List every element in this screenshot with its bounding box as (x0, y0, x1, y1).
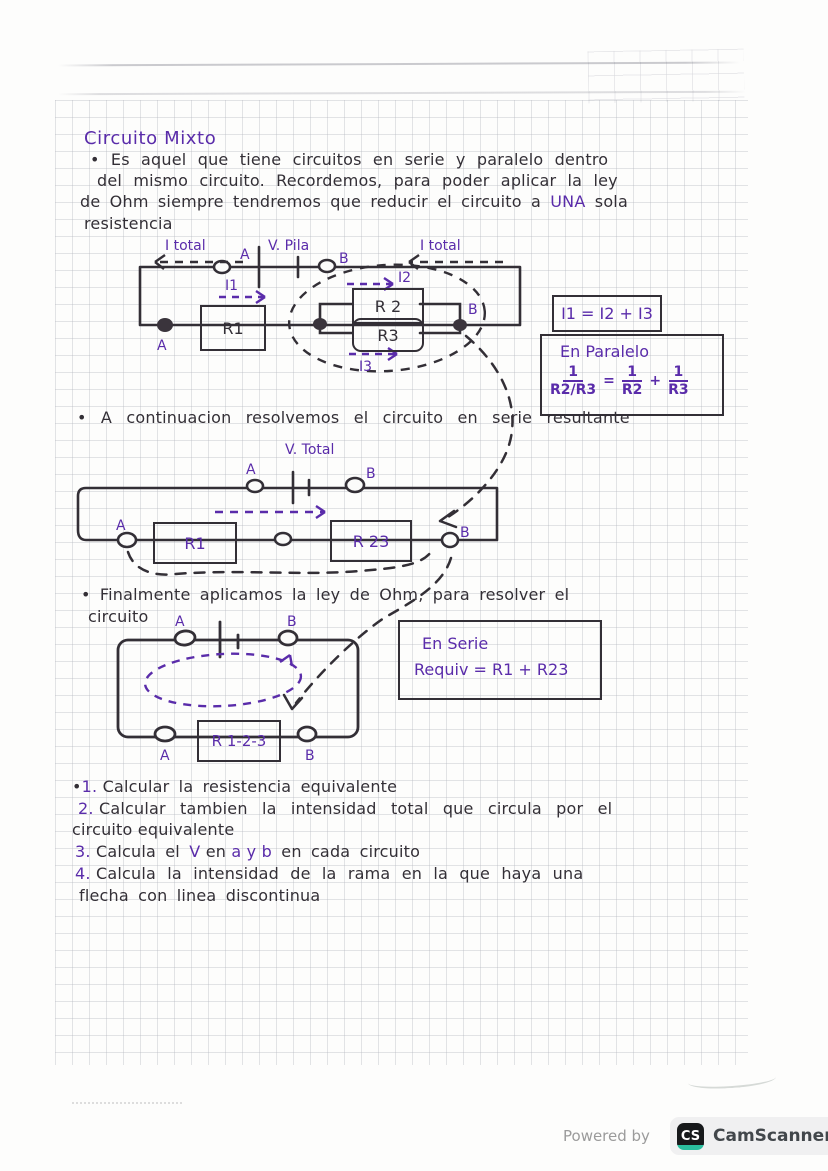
task-text: en cada circuito (271, 842, 421, 861)
task-number: 4. (75, 864, 91, 883)
node-b-label: B (287, 614, 297, 630)
cs-logo-text: CS (680, 1128, 701, 1144)
intro-text: de Ohm siempre tendremos que reducir el … (80, 192, 551, 211)
resistor-label: R 23 (352, 531, 390, 551)
node-a-label: A (175, 614, 185, 630)
intro-line: resistencia (84, 214, 173, 233)
current-law-equation: I1 = I2 + I3 (561, 304, 653, 323)
circuit-diagram-mixed: R1 R 2 R3 I total A V. Pila B I total I1… (135, 238, 535, 412)
task-item-3: 3. Calcula el V en a y b en cada circuit… (75, 842, 420, 861)
node-a-label: A (116, 518, 126, 534)
camscanner-logo-icon: CS (677, 1122, 704, 1150)
itotal-right-label: I total (420, 238, 461, 254)
resistor-r2: R 2 (352, 288, 424, 324)
current-law-box: I1 = I2 + I3 (552, 295, 662, 332)
task-text: Calcular tambien la intensidad total que… (98, 799, 613, 818)
node-b-label: B (305, 748, 315, 764)
task-highlight-ab: a y b (231, 842, 272, 861)
node-b-label: B (339, 251, 349, 267)
circuit-diagram-equivalent: R 1-2-3 A B A B (105, 610, 375, 768)
camscanner-badge: CS CamScanner (670, 1117, 828, 1155)
current-loop-arrow (143, 652, 303, 708)
resistor-label: R3 (377, 325, 399, 345)
camscanner-footer: Powered by CS CamScanner (0, 1116, 828, 1162)
node-a-label: A (157, 338, 167, 354)
resistor-r1-equivalent: R1 (153, 522, 237, 564)
wire (76, 470, 499, 542)
intro-highlight-una: UNA (550, 192, 586, 211)
powered-by-label: Powered by (563, 1127, 650, 1145)
node-a-label: A (240, 247, 250, 263)
intro-line: del mismo circuito. Recordemos, para pod… (97, 171, 618, 190)
task-text: en (200, 842, 232, 861)
battery-icon (218, 620, 240, 659)
finally-text: • Finalmente aplicamos la ley de Ohm, pa… (81, 585, 570, 604)
resistor-r1: R1 (200, 305, 266, 351)
scan-artifact (72, 1092, 182, 1104)
total-current-arrow (215, 505, 326, 519)
continuation-text: • A continuacion resolvemos el circuito … (77, 408, 630, 427)
i1-label: I1 (225, 278, 239, 294)
task-number: 2. (78, 799, 94, 818)
node-a-label: A (246, 462, 256, 478)
task-item-1: •1. Calcular la resistencia equivalente (72, 777, 397, 796)
equals-sign: = (603, 373, 615, 390)
task-number: 3. (75, 842, 91, 861)
task-item-4-cont: flecha con linea discontinua (79, 886, 321, 905)
finally-text: circuito (88, 607, 149, 626)
node-b-label: B (366, 466, 376, 482)
itotal-left-label: I total (165, 238, 206, 254)
task-text: Calcula la intensidad de la rama en la q… (95, 864, 584, 883)
task-item-2: 2. Calcular tambien la intensidad total … (78, 799, 612, 818)
series-equation: Requiv = R1 + R23 (414, 660, 569, 679)
resistor-label: R 1-2-3 (211, 732, 267, 750)
resistor-label: R 2 (374, 296, 402, 316)
node-b-label: B (468, 302, 478, 318)
i2-label: I2 (398, 270, 412, 286)
arrowheads (154, 254, 420, 270)
plus-sign: + (649, 373, 662, 390)
parallel-title: En Paralelo (560, 342, 649, 361)
page-title: Circuito Mixto (84, 128, 217, 149)
resistor-label: R1 (184, 533, 206, 553)
vpila-label: V. Pila (268, 238, 310, 254)
resistor-r23: R 23 (330, 520, 412, 562)
task-text: Calcular la resistencia equivalente (102, 777, 398, 796)
camscanner-label: CamScanner (713, 1126, 828, 1146)
intro-line: de Ohm siempre tendremos que reducir el … (80, 192, 628, 211)
bullet: • (72, 777, 82, 796)
series-formula-box: En Serie Requiv = R1 + R23 (398, 620, 602, 700)
parallel-group-dashed-loop (287, 263, 487, 373)
vtotal-label: V. Total (285, 442, 335, 458)
scan-artifact (687, 1068, 777, 1092)
scan-artifact (587, 48, 745, 104)
circuit1-wires (138, 245, 522, 373)
series-title: En Serie (422, 634, 489, 653)
node-b-label: B (460, 525, 470, 541)
task-number: 1. (81, 777, 98, 796)
resistor-r123: R 1-2-3 (197, 720, 281, 762)
terminal-nodes (116, 476, 460, 549)
node-a-label: A (160, 748, 170, 764)
task-item-2-cont: circuito equivalente (72, 820, 235, 839)
intro-text: sola (585, 192, 628, 211)
task-highlight-v: V (189, 842, 201, 861)
task-text: Calcula el (95, 842, 190, 861)
i3-label: I3 (359, 359, 373, 375)
intro-line: • Es aquel que tiene circuitos en serie … (90, 150, 609, 169)
resistor-label: R1 (222, 318, 244, 338)
task-item-4: 4. Calcula la intensidad de la rama en l… (75, 864, 583, 883)
circuit2-wires (76, 470, 499, 549)
resistor-r3: R3 (352, 318, 424, 352)
circuit-diagram-series: R1 R 23 A V. Total B A B (70, 440, 510, 580)
